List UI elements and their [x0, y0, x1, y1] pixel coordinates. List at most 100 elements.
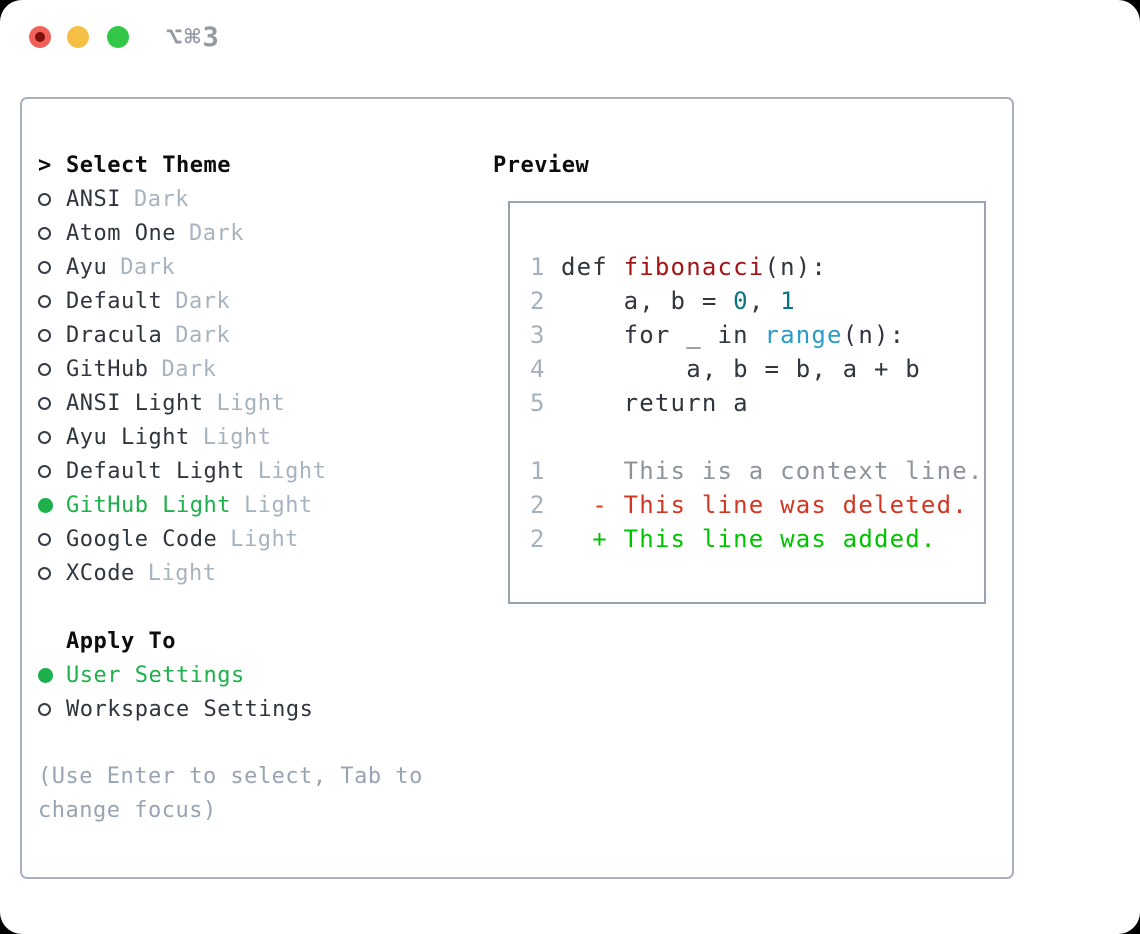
line-number: 1	[530, 253, 546, 281]
variant-label: Light	[243, 492, 313, 518]
option-label: XCode	[66, 560, 135, 586]
option-label: User Settings	[66, 662, 245, 688]
radio-icon	[38, 464, 51, 478]
variant-label: Light	[202, 424, 272, 450]
radio-icon	[38, 294, 51, 308]
variant-label: Dark	[120, 254, 176, 280]
theme-option-google-code[interactable]: Google Code Light	[38, 522, 478, 556]
line-number: 2	[530, 491, 546, 519]
code-line: 3 for _ in range(n):	[530, 318, 984, 352]
code-segment-plain: return a	[561, 389, 749, 417]
code-line: 2 - This line was deleted.	[530, 488, 984, 522]
code-line: 2 + This line was added.	[530, 522, 984, 556]
theme-menu-title: Select Theme	[66, 152, 231, 178]
radio-icon	[38, 396, 51, 410]
line-number: 2	[530, 525, 546, 553]
theme-option-ansi-light[interactable]: ANSI Light Light	[38, 386, 478, 420]
code-line: 1 def fibonacci(n):	[530, 250, 984, 284]
option-label: Default	[66, 288, 163, 314]
minimize-button[interactable]	[67, 26, 89, 48]
radio-icon	[38, 260, 51, 274]
code-segment-plain: a, b = b, a + b	[561, 355, 921, 383]
variant-label: Light	[230, 526, 299, 552]
variant-label: Dark	[175, 288, 231, 314]
code-segment-plain: a, b =	[561, 287, 734, 315]
line-number: 3	[530, 321, 546, 349]
variant-label: Dark	[175, 322, 231, 348]
option-label: Dracula	[66, 322, 163, 348]
close-focus-dot-icon	[35, 32, 45, 42]
line-number: 1	[530, 457, 546, 485]
code-line: 2 a, b = 0, 1	[530, 284, 984, 318]
radio-icon	[38, 362, 51, 376]
option-label: Atom One	[66, 220, 176, 246]
theme-option-github[interactable]: GitHub Dark	[38, 352, 478, 386]
selection-chevron-icon: >	[38, 152, 52, 178]
radio-icon	[38, 532, 51, 546]
option-label: Ayu Light	[66, 424, 190, 450]
radio-icon	[38, 226, 51, 240]
code-segment-builtin: range	[764, 321, 843, 349]
theme-option-ayu-light[interactable]: Ayu Light Light	[38, 420, 478, 454]
code-segment-num: 1	[780, 287, 796, 315]
code-segment-plain: ,	[748, 287, 781, 315]
variant-label: Light	[216, 390, 286, 416]
variant-label: Dark	[188, 220, 244, 246]
option-label: GitHub Light	[66, 492, 231, 518]
variant-label: Dark	[161, 356, 217, 382]
variant-label: Light	[147, 560, 217, 586]
code-segment-plain: (n):	[764, 253, 828, 281]
close-button[interactable]	[29, 26, 51, 48]
radio-icon	[38, 328, 51, 342]
keyboard-hint: (Use Enter to select, Tab to change focu…	[38, 764, 423, 823]
window-shortcut-label: ⌥⌘3	[166, 22, 221, 53]
theme-menu-header-row: > Select Theme	[38, 148, 478, 182]
code-segment-func: fibonacci	[623, 253, 765, 281]
code-line: 4 a, b = b, a + b	[530, 352, 984, 386]
radio-icon	[38, 702, 51, 716]
titlebar: ⌥⌘3	[0, 0, 1140, 74]
variant-label: Light	[257, 458, 327, 484]
theme-option-github-light[interactable]: GitHub Light Light	[38, 488, 478, 522]
code-segment-deleted: - This line was deleted.	[561, 491, 968, 519]
apply-option-user-settings[interactable]: User Settings	[38, 658, 478, 692]
code-segment-plain: (n):	[842, 321, 906, 349]
apply-option-workspace-settings[interactable]: Workspace Settings	[38, 692, 478, 726]
radio-selected-icon	[38, 667, 53, 683]
line-number: 5	[530, 389, 546, 417]
code-line: 5 return a	[530, 386, 984, 420]
theme-option-ayu[interactable]: Ayu Dark	[38, 250, 478, 284]
code-line	[530, 420, 984, 454]
apply-to-title: Apply To	[66, 628, 176, 654]
radio-icon	[38, 566, 51, 580]
code-line: 1 This is a context line.	[530, 454, 984, 488]
theme-option-atom-one[interactable]: Atom One Dark	[38, 216, 478, 250]
theme-option-xcode[interactable]: XCode Light	[38, 556, 478, 590]
code-segment-added: + This line was added.	[561, 525, 937, 553]
option-label: GitHub	[66, 356, 149, 382]
line-number: 4	[530, 355, 546, 383]
line-number: 2	[530, 287, 546, 315]
theme-option-dracula[interactable]: Dracula Dark	[38, 318, 478, 352]
variant-label: Dark	[133, 186, 189, 212]
option-label: Workspace Settings	[66, 696, 314, 722]
radio-icon	[38, 192, 51, 206]
apply-to-header-row: Apply To	[38, 624, 478, 658]
option-label: Google Code	[66, 526, 218, 552]
theme-option-default[interactable]: Default Dark	[38, 284, 478, 318]
option-label: ANSI	[66, 186, 121, 212]
code-segment-plain: def	[561, 253, 624, 281]
option-label: ANSI Light	[66, 390, 204, 416]
code-segment-plain: for _ in	[561, 321, 765, 349]
theme-option-ansi[interactable]: ANSI Dark	[38, 182, 478, 216]
zoom-button[interactable]	[107, 26, 129, 48]
option-label: Ayu	[66, 254, 108, 280]
code-segment-num: 0	[733, 287, 749, 315]
